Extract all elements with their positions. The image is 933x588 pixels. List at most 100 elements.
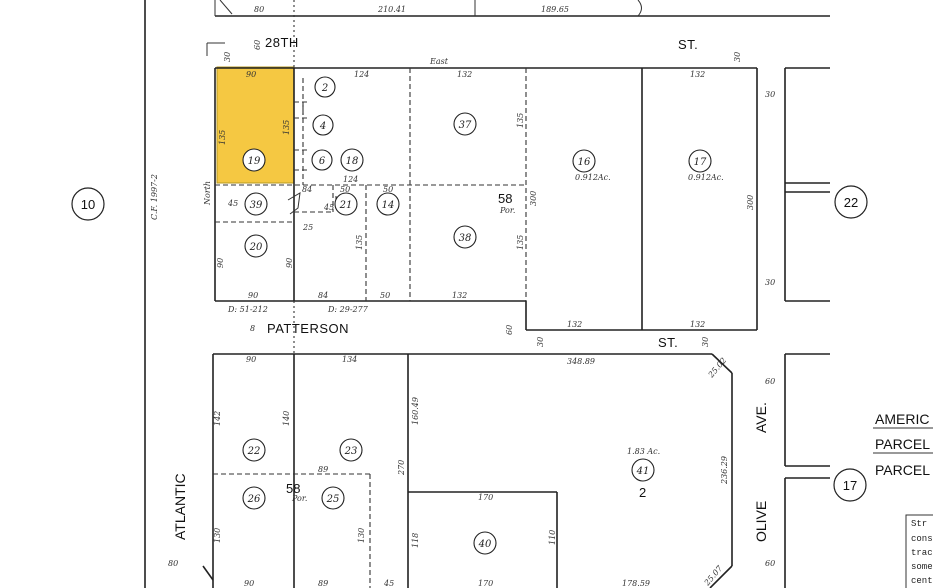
parcel-19[interactable]: 19	[248, 156, 261, 167]
parcel-18[interactable]: 18	[346, 156, 359, 167]
dim-30p: 30	[536, 337, 545, 347]
parcel-4[interactable]: 4	[319, 121, 326, 132]
dim-30a: 30	[223, 52, 232, 62]
parcel-41[interactable]: 41	[636, 466, 650, 477]
por-top: Por.	[499, 206, 515, 215]
parcel-25[interactable]: 25	[326, 494, 340, 505]
dim-b60: 60	[765, 559, 775, 568]
dim-90-bot: 90	[248, 291, 258, 300]
street-olive-label: OLIVE	[753, 501, 769, 542]
note-line-3: trac	[911, 548, 933, 558]
american-label: AMERIC	[875, 411, 929, 427]
dim-124: 124	[354, 70, 369, 79]
block-58-lower	[202, 353, 733, 588]
parcel-40[interactable]: 40	[478, 539, 492, 550]
top-block-edge	[214, 0, 830, 17]
dim-l142: 142	[213, 411, 222, 426]
dim-l130b: 130	[357, 528, 366, 543]
dim-l270: 270	[397, 460, 406, 476]
dim-b45: 45	[383, 579, 394, 588]
parcel-17[interactable]: 17	[694, 157, 707, 168]
dim-135c: 135	[516, 113, 525, 128]
dim-l130a: 130	[213, 528, 222, 543]
block-58-bottom: 58	[286, 481, 300, 496]
parcel-37[interactable]: 37	[459, 120, 472, 131]
street-28th-suffix: ST.	[678, 37, 698, 52]
dim-90: 90	[246, 70, 256, 79]
block-22-circle	[834, 185, 868, 219]
parcel-22[interactable]: 22	[247, 446, 261, 457]
parcel-20[interactable]: 20	[249, 242, 263, 253]
block-58-upper	[206, 42, 758, 331]
dim-l236: 236.29	[720, 456, 729, 485]
note-line-1: Str	[911, 519, 927, 529]
parcel-14[interactable]: 14	[382, 200, 395, 211]
dim-l80: 80	[168, 559, 178, 568]
parcel-38[interactable]: 38	[459, 233, 472, 244]
block-10-circle	[71, 187, 105, 221]
dim-l118: 118	[411, 533, 420, 548]
dim-84: 84	[302, 185, 312, 194]
section-mark: 8	[250, 324, 255, 333]
dimension-labels: 80 210.41 189.65 30 60 30 90 124 132 132…	[168, 5, 775, 588]
dim-45: 45	[227, 199, 238, 208]
dim-60-rc: 60	[765, 377, 775, 386]
acreage-17: 0.912Ac.	[688, 173, 724, 182]
dim-top-189: 189.65	[541, 5, 569, 14]
parcel-21[interactable]: 21	[339, 200, 353, 211]
dim-84-bot: 84	[318, 291, 328, 300]
parcel-label-2: PARCEL	[875, 462, 930, 478]
note-line-4: some	[911, 562, 933, 572]
dim-b89: 89	[318, 579, 328, 588]
parcel-23[interactable]: 23	[344, 446, 358, 457]
parcel-26[interactable]: 26	[247, 494, 261, 505]
dim-50-bot: 50	[380, 291, 390, 300]
dim-top-210: 210.41	[377, 5, 406, 14]
dim-l90: 90	[246, 355, 256, 364]
acreage-16: 0.912Ac.	[575, 173, 611, 182]
dim-60p: 60	[505, 325, 514, 335]
dim-132a: 132	[457, 70, 472, 79]
block-17-number: 17	[843, 478, 857, 493]
block-58-top: 58	[498, 191, 512, 206]
dim-50: 50	[340, 185, 350, 194]
street-patterson-suffix: ST.	[658, 335, 678, 350]
dim-l140: 140	[282, 411, 291, 426]
block-17-circle	[833, 468, 867, 502]
cf-label: C.F. 1997-2	[150, 174, 159, 220]
dim-90m: 90	[216, 258, 225, 268]
dim-25: 25	[302, 223, 313, 232]
dim-l134: 134	[342, 355, 357, 364]
block-10-number: 10	[81, 197, 95, 212]
dim-45b: 45	[323, 203, 334, 212]
dim-l160: 160.49	[411, 397, 420, 425]
dim-135e: 135	[516, 235, 525, 250]
street-atlantic-label: ATLANTIC	[172, 473, 188, 540]
dim-top-80: 80	[254, 5, 264, 14]
dim-300b: 300	[746, 195, 755, 210]
dim-b90: 90	[244, 579, 254, 588]
dim-132pb: 132	[690, 320, 705, 329]
dim-60a: 60	[253, 40, 262, 50]
acreage-41: 1.83 Ac.	[627, 447, 660, 456]
block-22-number: 22	[844, 195, 858, 210]
dim-132b: 132	[690, 70, 705, 79]
dim-b170: 170	[478, 579, 493, 588]
dim-90mb: 90	[285, 258, 294, 268]
parcel-numbers: 19 2 4 6 18 37 16 17 39 21 14 20 38 22 2…	[242, 76, 712, 555]
note-line-2: cons	[911, 534, 933, 544]
dim-l110: 110	[548, 530, 557, 545]
dim-135d: 135	[355, 235, 364, 250]
parcel-16[interactable]: 16	[578, 157, 591, 168]
dim-b25b: 25.02	[706, 356, 728, 380]
parcel-39[interactable]: 39	[250, 200, 263, 211]
dim-135b: 135	[282, 120, 291, 135]
north-label: North	[203, 181, 212, 206]
dim-124b: 124	[343, 175, 358, 184]
dim-132-bot: 132	[452, 291, 467, 300]
parcel-2[interactable]: 2	[321, 83, 328, 94]
block-22-edges	[784, 67, 830, 302]
parcel-6[interactable]: 6	[319, 156, 326, 167]
dim-300a: 300	[529, 191, 538, 206]
